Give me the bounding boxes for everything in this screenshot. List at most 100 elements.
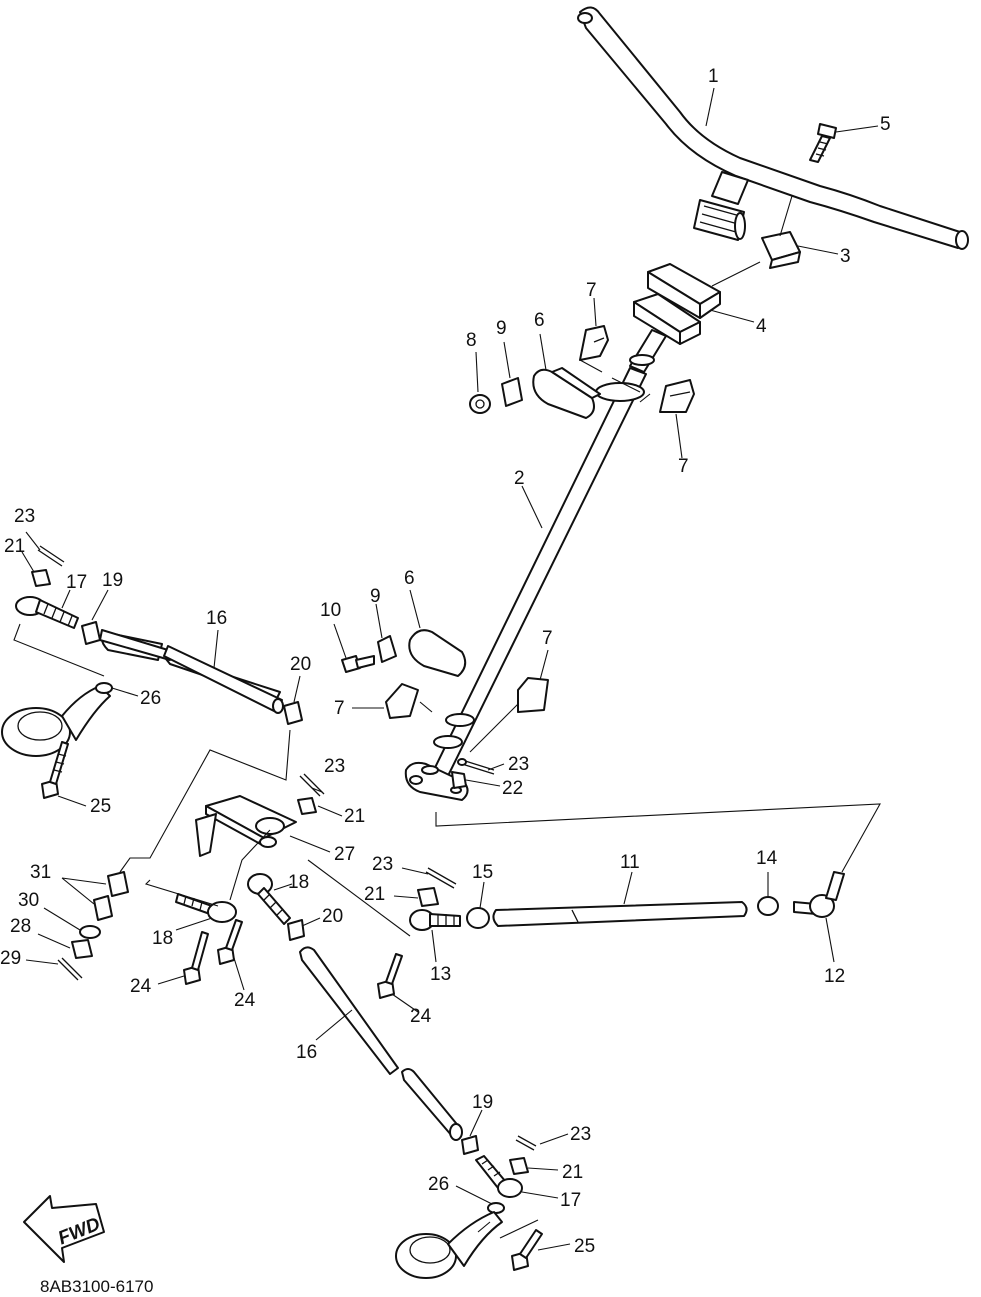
- callout-17-lower: 17: [560, 1190, 581, 1211]
- callout-27: 27: [334, 844, 355, 865]
- tie-rod-lower: [299, 946, 463, 1141]
- nut-21-center: [297, 797, 317, 815]
- callout-23-right: 23: [372, 854, 393, 875]
- collar-31: [93, 871, 129, 921]
- callout-20-center: 20: [322, 906, 343, 927]
- cotter-pin-23-upper: [37, 545, 65, 567]
- assembly-lines: [13, 195, 881, 1239]
- callout-13: 13: [430, 964, 451, 985]
- callout-21-lower: 21: [562, 1162, 583, 1183]
- callout-2: 2: [514, 468, 525, 489]
- collar-7-upper-left: [579, 325, 609, 361]
- bolt-24-c: [377, 953, 403, 999]
- callout-17-upper: 17: [66, 572, 87, 593]
- nut-21-lower: [509, 1157, 529, 1175]
- callout-7-c: 7: [542, 628, 553, 649]
- callout-25-left: 25: [90, 796, 111, 817]
- collar-15: [466, 907, 490, 929]
- tie-rod-11: [492, 901, 748, 927]
- collar-26-lower: [487, 1202, 505, 1214]
- collar-7-lower-right: [517, 677, 549, 713]
- nut-8: [469, 394, 491, 414]
- callout-21-upper: 21: [4, 536, 25, 557]
- callout-28: 28: [10, 916, 31, 937]
- callout-6-upper: 6: [534, 310, 545, 331]
- handlebar-clamp-3: [761, 231, 801, 269]
- callout-8: 8: [466, 330, 477, 351]
- collar-19-upper: [81, 621, 101, 645]
- bolt-5: [809, 123, 837, 163]
- callout-24-a: 24: [130, 976, 152, 997]
- callout-23-center: 23: [324, 756, 345, 777]
- callout-7-a: 7: [586, 280, 597, 301]
- nut-21-right: [417, 887, 439, 907]
- callout-29: 29: [0, 948, 21, 969]
- collar-14: [757, 896, 779, 916]
- callout-25-right: 25: [574, 1236, 595, 1257]
- cotter-pin-29: [57, 957, 83, 981]
- callout-16-upper: 16: [206, 608, 227, 629]
- part-code: 8AB3100-6170: [40, 1277, 153, 1296]
- tie-rod-end-18-right: [247, 873, 291, 925]
- washer-30: [79, 925, 101, 939]
- callout-22: 22: [502, 778, 523, 799]
- callout-18-right: 18: [288, 872, 309, 893]
- plate-9-upper: [501, 377, 523, 407]
- handlebar-holder-4: [633, 263, 721, 345]
- callout-1: 1: [708, 66, 719, 87]
- tie-rod-end-17-upper: [15, 596, 79, 629]
- tie-rod-end-18-left: [175, 893, 237, 923]
- callout-20-upper: 20: [290, 654, 311, 675]
- callout-12: 12: [824, 966, 845, 987]
- knuckle-arm-left: [1, 682, 113, 757]
- nut-22: [451, 771, 467, 789]
- callout-labels: 1 2 3 4 5 6 6 7 7 7 7 8 9 9 10 11 12 13 …: [0, 66, 891, 1257]
- knuckle-arm-right: [395, 1211, 503, 1279]
- callout-24-c: 24: [410, 1006, 432, 1027]
- callout-3: 3: [840, 246, 851, 267]
- bracket-6-lower: [408, 629, 467, 677]
- callout-7-d: 7: [334, 698, 345, 719]
- nut-21-upper: [31, 569, 51, 587]
- callout-5: 5: [880, 114, 891, 135]
- tie-rod-end-12: [793, 871, 845, 918]
- callout-4: 4: [756, 316, 767, 337]
- callout-19-lower: 19: [472, 1092, 493, 1113]
- cotter-pin-23-lower: [515, 1135, 537, 1151]
- bolt-10: [341, 655, 375, 673]
- callout-19-upper: 19: [102, 570, 123, 591]
- collar-20-center: [287, 919, 305, 941]
- pivot-bracket-27: [195, 795, 297, 857]
- bolt-24-a: [183, 931, 209, 985]
- callout-18-left: 18: [152, 928, 173, 949]
- collar-19-lower: [461, 1135, 479, 1155]
- callout-10: 10: [320, 600, 341, 621]
- bolt-24-b: [217, 919, 243, 965]
- handlebar: [577, 6, 969, 250]
- callout-16-lower: 16: [296, 1042, 317, 1063]
- callout-23-column: 23: [508, 754, 529, 775]
- collar-20-upper: [283, 701, 303, 725]
- nut-28: [71, 939, 93, 959]
- callout-23-upper: 23: [14, 506, 35, 527]
- plate-9-lower: [377, 635, 397, 663]
- bolt-25-right: [511, 1229, 543, 1271]
- callout-26-lower: 26: [428, 1174, 449, 1195]
- cotter-pin-23-column: [457, 758, 495, 775]
- bolt-25-left: [41, 741, 69, 799]
- callout-21-right: 21: [364, 884, 385, 905]
- callout-30: 30: [18, 890, 39, 911]
- callout-24-b: 24: [234, 990, 256, 1011]
- fwd-arrow: FWD: [23, 1195, 105, 1263]
- collar-7-lower-left: [385, 683, 419, 719]
- callout-7-b: 7: [678, 456, 689, 477]
- callout-9-upper: 9: [496, 318, 507, 339]
- tie-rod-end-13: [409, 909, 461, 931]
- cotter-pin-23-right: [425, 867, 457, 889]
- callout-31: 31: [30, 862, 51, 883]
- cotter-pin-23-center: [299, 773, 325, 797]
- collar-7-upper-right: [659, 379, 695, 413]
- callout-9-lower: 9: [370, 586, 381, 607]
- callout-21-center: 21: [344, 806, 365, 827]
